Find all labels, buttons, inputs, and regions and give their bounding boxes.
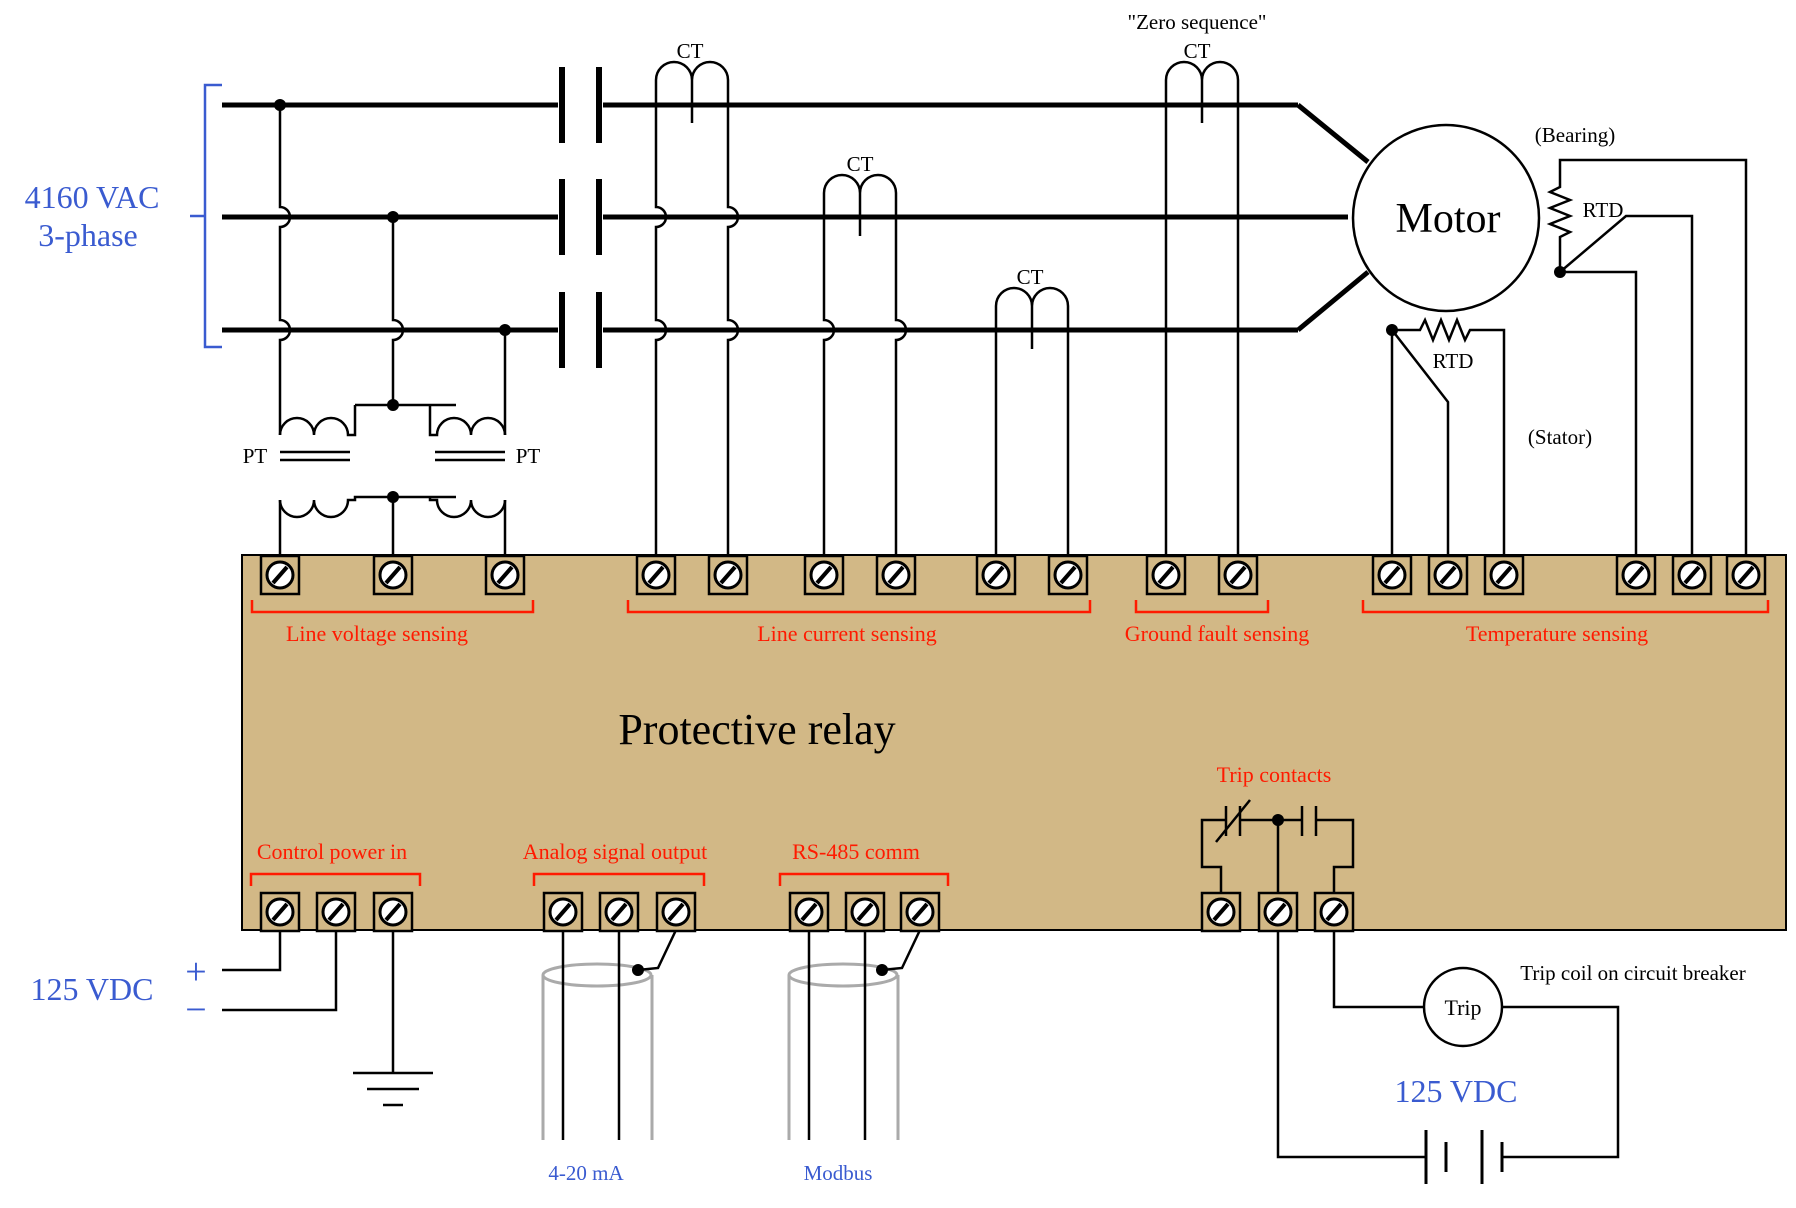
analog-cable xyxy=(541,929,678,1140)
terminal-screw xyxy=(315,891,357,933)
terminal-screw xyxy=(1427,554,1469,596)
terminal-screw xyxy=(542,891,584,933)
dc-supply-voltage-label: 125 VDC xyxy=(31,971,154,1007)
group-label-rs485: RS-485 comm xyxy=(792,839,920,864)
rtd-junction-dots xyxy=(1386,266,1566,336)
terminal-screw xyxy=(598,891,640,933)
control-power-wiring xyxy=(222,930,433,1107)
pt-junction-dots xyxy=(274,99,511,503)
terminal-screw xyxy=(635,554,677,596)
terminal-screw xyxy=(1313,891,1355,933)
trip-contacts-wiring xyxy=(1200,799,1355,893)
junction-dot xyxy=(1386,324,1398,336)
junction-dot xyxy=(387,491,399,503)
ct-label: CT xyxy=(677,39,704,63)
pt-cores xyxy=(280,450,505,462)
group-label-control-power: Control power in xyxy=(257,839,407,864)
supply-phase-label: 3-phase xyxy=(38,217,138,253)
junction-dot xyxy=(387,211,399,223)
motor-symbol xyxy=(1351,123,1541,313)
zero-sequence-label: "Zero sequence" xyxy=(1128,10,1267,34)
terminal-screw xyxy=(484,554,526,596)
terminal-screw xyxy=(803,554,845,596)
junction-dot xyxy=(274,99,286,111)
ct-label: CT xyxy=(1017,265,1044,289)
terminal-screw xyxy=(655,891,697,933)
dc-battery xyxy=(1424,1130,1504,1184)
group-label-temperature: Temperature sensing xyxy=(1466,621,1648,646)
relay-body xyxy=(241,554,1787,931)
terminal-screw xyxy=(707,554,749,596)
rtd-wiring xyxy=(1390,158,1748,575)
trip-dc-voltage-label: 125 VDC xyxy=(1395,1073,1518,1109)
terminal-screw xyxy=(259,891,301,933)
bearing-label: (Bearing) xyxy=(1535,123,1615,147)
group-brackets xyxy=(249,600,1770,886)
terminal-screw xyxy=(1371,554,1413,596)
terminal-screw xyxy=(1145,554,1187,596)
dc-minus-sign: − xyxy=(185,989,206,1031)
junction-dot xyxy=(1554,266,1566,278)
terminal-screw xyxy=(899,891,941,933)
relay-title: Protective relay xyxy=(618,705,895,754)
terminal-screw xyxy=(1615,554,1657,596)
shield-junction-dot xyxy=(632,964,644,976)
group-label-line-current: Line current sensing xyxy=(757,621,937,646)
pt-label: PT xyxy=(243,444,268,468)
trip-coil-label: Trip xyxy=(1444,995,1481,1020)
supply-voltage-label: 4160 VAC xyxy=(25,179,160,215)
terminal-screw xyxy=(1483,554,1525,596)
trip-coil-description: Trip coil on circuit breaker xyxy=(1520,961,1746,985)
group-label-analog-output: Analog signal output xyxy=(523,839,708,864)
motor-contactor xyxy=(559,67,602,368)
group-label-ground-fault: Ground fault sensing xyxy=(1125,621,1310,646)
terminal-screw xyxy=(844,891,886,933)
comm-signal-label: Modbus xyxy=(804,1161,873,1185)
trip-circuit-wiring xyxy=(1276,930,1620,1159)
terminal-strip xyxy=(259,554,1767,933)
pt-label: PT xyxy=(516,444,541,468)
analog-signal-label: 4-20 mA xyxy=(548,1161,624,1185)
stator-label: (Stator) xyxy=(1528,425,1592,449)
pt-wiring xyxy=(278,105,507,575)
supply-bracket xyxy=(190,83,222,349)
trip-coil-symbol xyxy=(1422,966,1504,1048)
terminal-screw xyxy=(875,554,917,596)
terminal-screw xyxy=(788,891,830,933)
rtd-label: RTD xyxy=(1433,349,1474,373)
terminal-screw xyxy=(1257,891,1299,933)
rs485-cable xyxy=(787,929,922,1140)
terminal-screw xyxy=(1217,554,1259,596)
terminal-screw xyxy=(259,554,301,596)
ct-label: CT xyxy=(847,152,874,176)
terminal-screw xyxy=(372,554,414,596)
rtd-label: RTD xyxy=(1583,198,1624,222)
terminal-screw xyxy=(1725,554,1767,596)
ct-label: CT xyxy=(1184,39,1211,63)
terminal-screw xyxy=(1200,891,1242,933)
ct-wiring xyxy=(654,60,1240,575)
motor-label: Motor xyxy=(1396,196,1501,242)
shield-junction-dot xyxy=(876,964,888,976)
group-label-line-voltage: Line voltage sensing xyxy=(286,621,468,646)
terminal-screw xyxy=(1047,554,1089,596)
dc-plus-sign: + xyxy=(185,951,206,993)
junction-dot xyxy=(499,324,511,336)
terminal-screw xyxy=(372,891,414,933)
junction-dot xyxy=(387,399,399,411)
group-label-trip-contacts: Trip contacts xyxy=(1217,762,1332,787)
terminal-screw xyxy=(975,554,1017,596)
terminal-screw xyxy=(1671,554,1713,596)
junction-dot xyxy=(1272,814,1284,826)
